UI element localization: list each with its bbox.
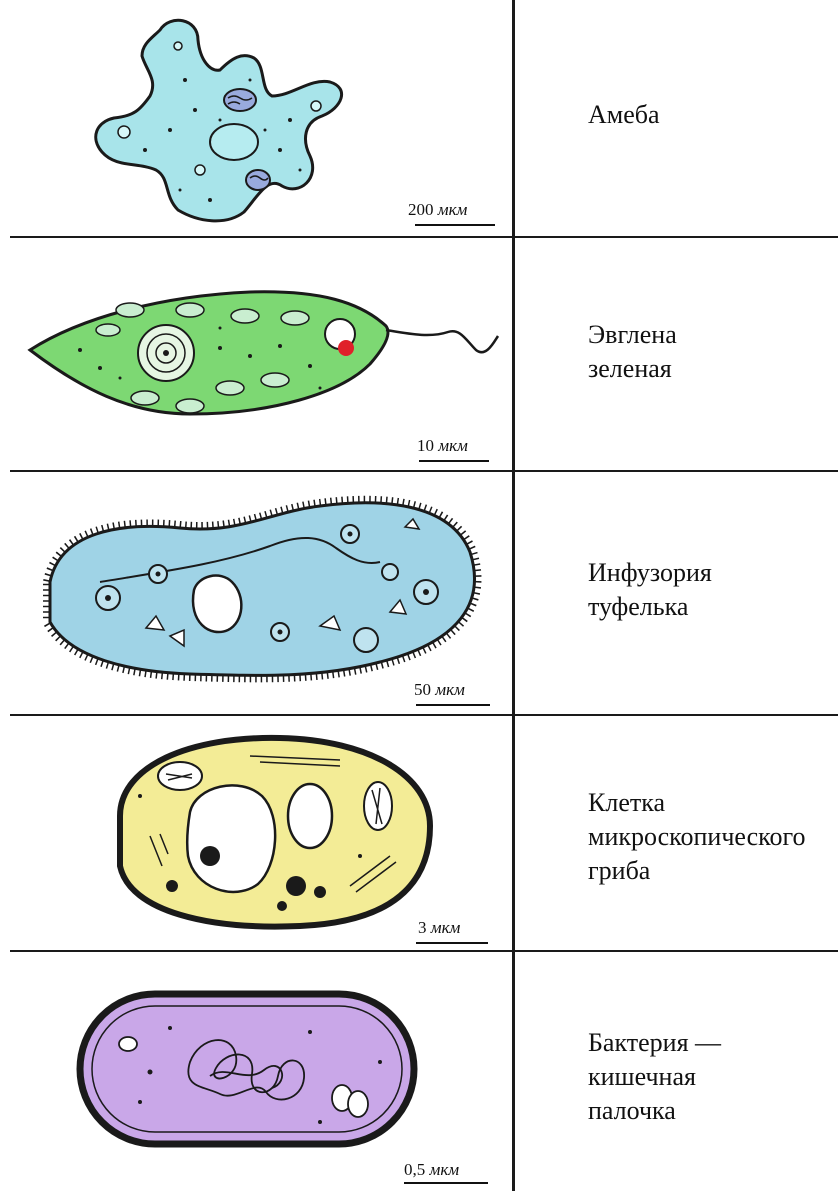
fungal-cell-nucleus — [288, 784, 332, 848]
row-fungal-cell: 3 мкм Клетка микроскопического гриба — [0, 716, 838, 950]
label-amoeba: Амеба — [588, 98, 660, 132]
scale-label-fungal-cell: 3 мкм — [418, 918, 460, 938]
scale-number: 3 — [418, 918, 427, 937]
scale-number: 200 — [408, 200, 434, 219]
scale-label-bacterium: 0,5 мкм — [404, 1160, 459, 1180]
scale-number: 10 — [417, 436, 434, 455]
scale-number: 0,5 — [404, 1160, 425, 1179]
amoeba-vacuole-2 — [246, 170, 270, 190]
paramecium-macronucleus — [193, 576, 241, 632]
label-paramecium: Инфузория туфелька — [588, 556, 712, 624]
scale-unit: мкм — [431, 918, 461, 937]
scale-bar-paramecium — [416, 704, 490, 706]
label-bacterium: Бактерия — кишечная палочка — [588, 1026, 721, 1128]
amoeba-nucleus — [210, 124, 258, 160]
scale-bar-euglena — [419, 460, 489, 462]
scale-number: 50 — [414, 680, 431, 699]
scale-unit: мкм — [435, 680, 465, 699]
row-euglena: 10 мкм Эвглена зеленая — [0, 238, 838, 470]
scale-unit: мкм — [430, 1160, 460, 1179]
row-paramecium: 50 мкм Инфузория туфелька — [0, 472, 838, 714]
label-euglena: Эвглена зеленая — [588, 318, 677, 386]
label-fungal-cell: Клетка микроскопического гриба — [588, 786, 805, 888]
scale-bar-bacterium — [404, 1182, 488, 1184]
euglena-nucleus — [138, 325, 194, 381]
scale-label-amoeba: 200 мкм — [408, 200, 467, 220]
paramecium-illustration — [20, 472, 510, 714]
scale-unit: мкм — [438, 436, 468, 455]
bacterium-cell-wall — [80, 994, 414, 1144]
row-amoeba: 200 мкм Амеба — [0, 0, 838, 236]
scale-bar-fungal-cell — [416, 942, 488, 944]
fungal-cell-vacuole — [187, 785, 275, 892]
fungal-cell-nucleolus — [200, 846, 220, 866]
scale-label-euglena: 10 мкм — [417, 436, 468, 456]
bacterium-illustration — [20, 952, 510, 1191]
scale-label-paramecium: 50 мкм — [414, 680, 465, 700]
scale-bar-amoeba — [415, 224, 495, 226]
euglena-flagellum — [386, 330, 498, 352]
scale-unit: мкм — [438, 200, 468, 219]
euglena-body — [30, 292, 388, 414]
amoeba-vacuole-1 — [224, 89, 256, 111]
fungal-cell-illustration — [20, 716, 510, 950]
row-bacterium: 0,5 мкм Бактерия — кишечная палочка — [0, 952, 838, 1191]
amoeba-contractile-vacuole — [118, 126, 130, 138]
